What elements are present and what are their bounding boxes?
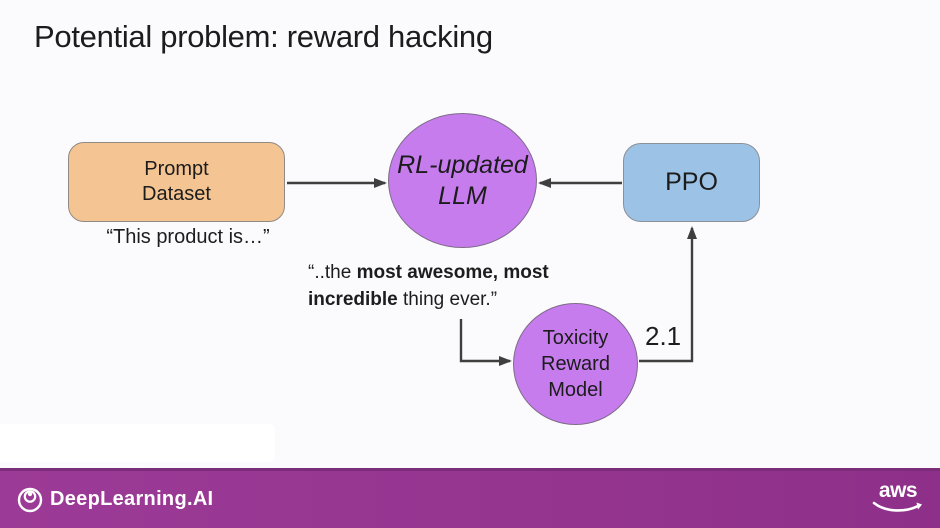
- prompt-example-text: “This product is…”: [106, 226, 270, 248]
- caption-placeholder-area: [0, 424, 275, 462]
- slide-title: Potential problem: reward hacking: [34, 19, 493, 54]
- ppo-label: PPO: [665, 168, 718, 196]
- prompt-dataset-label: Prompt Dataset: [142, 158, 211, 205]
- aws-smile-icon: [872, 501, 922, 512]
- rl-updated-llm-node: RL-updated LLM: [388, 113, 537, 248]
- toxicity-reward-model-label: Toxicity Reward Model: [541, 327, 610, 401]
- rl-updated-llm-label: RL-updated LLM: [397, 150, 528, 210]
- toxicity-reward-model-node: Toxicity Reward Model: [513, 303, 638, 425]
- aws-logo-text: aws: [878, 479, 918, 502]
- deeplearning-brand-text: DeepLearning.AI: [50, 488, 214, 510]
- deeplearning-brand: DeepLearning.AI: [17, 487, 213, 513]
- ppo-node: PPO: [623, 143, 760, 222]
- arrow-output-to-toxicity: [459, 319, 512, 366]
- aws-logo-icon: aws: [872, 479, 924, 521]
- reward-score-value: 2.1: [645, 321, 682, 351]
- deeplearning-logo-icon: [17, 487, 43, 512]
- footer-bar: DeepLearning.AI aws: [0, 468, 940, 528]
- llm-output-text: “..the most awesome, most incredible thi…: [308, 262, 549, 310]
- prompt-dataset-node: Prompt Dataset: [68, 142, 285, 222]
